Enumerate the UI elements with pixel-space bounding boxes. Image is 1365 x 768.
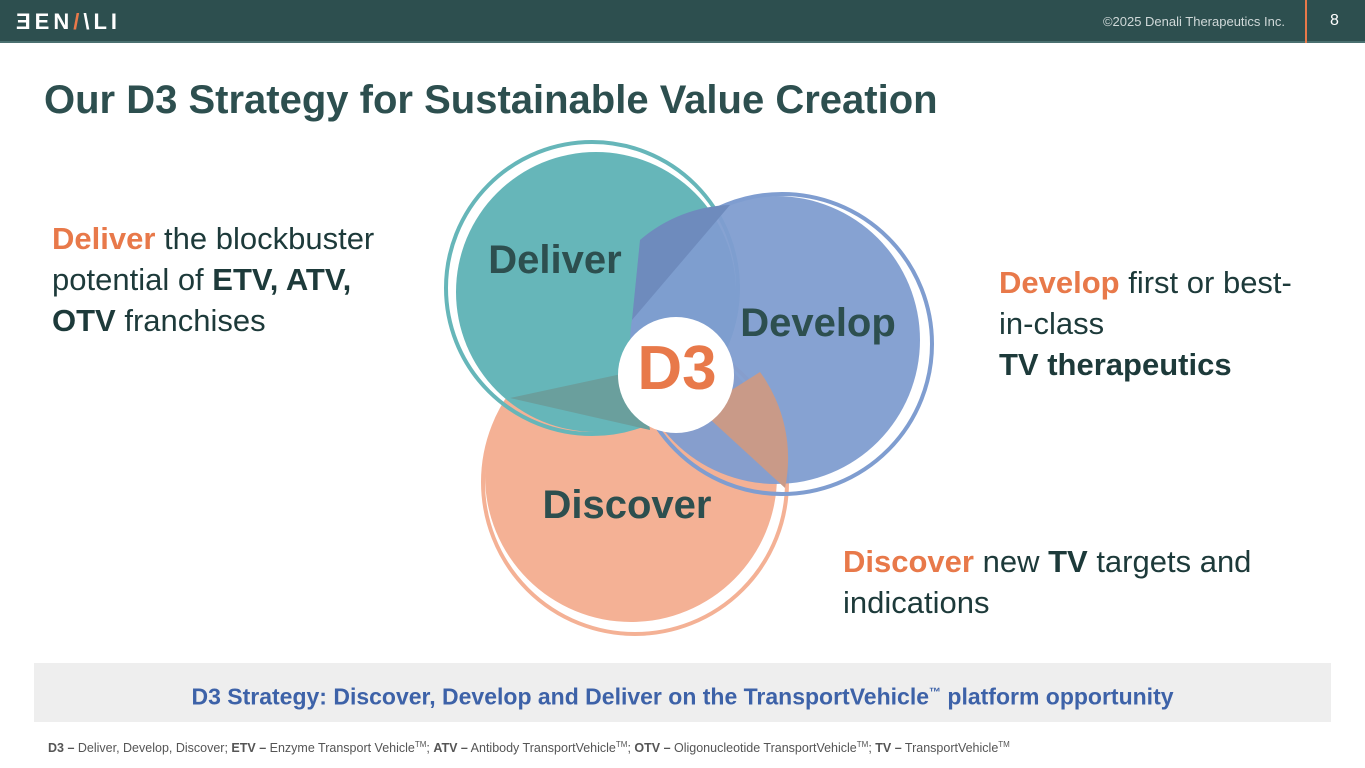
- footnote: D3 – Deliver, Develop, Discover; ETV – E…: [48, 740, 1010, 755]
- text: OTV: [52, 303, 116, 338]
- trademark: TM: [414, 740, 427, 749]
- trademark: TM: [856, 740, 869, 749]
- page-number: 8: [1330, 12, 1339, 29]
- footnote-key: OTV –: [634, 741, 671, 756]
- footnote-value: Deliver, Develop, Discover;: [74, 741, 232, 756]
- discover-label: Discover: [543, 483, 712, 527]
- text: franchises: [115, 303, 266, 338]
- footnote-key: ETV –: [231, 741, 267, 756]
- separator: ;: [426, 741, 434, 756]
- text: first or best-in-class: [999, 265, 1292, 341]
- banner-text: D3 Strategy: Discover, Develop and Deliv…: [191, 683, 929, 710]
- develop-label: Develop: [740, 301, 896, 345]
- deliver-description: Deliver the blockbuster potential of ETV…: [52, 218, 432, 341]
- trademark: TM: [615, 740, 628, 749]
- separator: ;: [868, 741, 876, 756]
- text: the blockbuster potential of: [52, 221, 375, 297]
- overlap-deliver-discover: [510, 370, 650, 430]
- page-title: Our D3 Strategy for Sustainable Value Cr…: [44, 78, 938, 122]
- d3-label: D3: [637, 334, 716, 403]
- text: ETV, ATV,: [212, 262, 352, 297]
- overlap-deliver-develop: [632, 205, 730, 320]
- text: TV: [1048, 544, 1088, 579]
- footnote-value: TransportVehicle: [901, 741, 999, 756]
- deliver-label: Deliver: [488, 238, 621, 282]
- trademark: ™: [929, 685, 941, 699]
- denali-logo: ƎEN/\LI: [16, 9, 122, 34]
- develop-keyword: Develop: [999, 265, 1120, 300]
- strategy-banner: D3 Strategy: Discover, Develop and Deliv…: [34, 663, 1331, 722]
- footnote-key: ATV –: [433, 741, 468, 756]
- footnote-value: Enzyme Transport Vehicle: [266, 741, 415, 756]
- banner-text-tail: platform opportunity: [941, 683, 1174, 710]
- copyright: ©2025 Denali Therapeutics Inc.: [1102, 14, 1285, 29]
- footnote-value: Oligonucleotide TransportVehicle: [670, 741, 857, 756]
- text: new: [973, 544, 1049, 579]
- discover-keyword: Discover: [843, 544, 974, 579]
- footnote-key: D3 –: [48, 741, 75, 756]
- trademark: TM: [998, 740, 1010, 749]
- divider: [1305, 0, 1307, 43]
- center-circle: [618, 317, 734, 433]
- develop-description: Develop first or best-in-class TV therape…: [999, 262, 1299, 385]
- footnote-value: Antibody TransportVehicle: [467, 741, 616, 756]
- text: targets and indications: [843, 544, 1252, 620]
- deliver-keyword: Deliver: [52, 221, 156, 256]
- footnote-key: TV –: [875, 741, 902, 756]
- text: TV therapeutics: [999, 347, 1232, 382]
- header-bar: ƎEN/\LI ©2025 Denali Therapeutics Inc. 8: [0, 0, 1365, 43]
- discover-description: Discover new TV targets and indications: [843, 541, 1263, 623]
- separator: ;: [627, 741, 635, 756]
